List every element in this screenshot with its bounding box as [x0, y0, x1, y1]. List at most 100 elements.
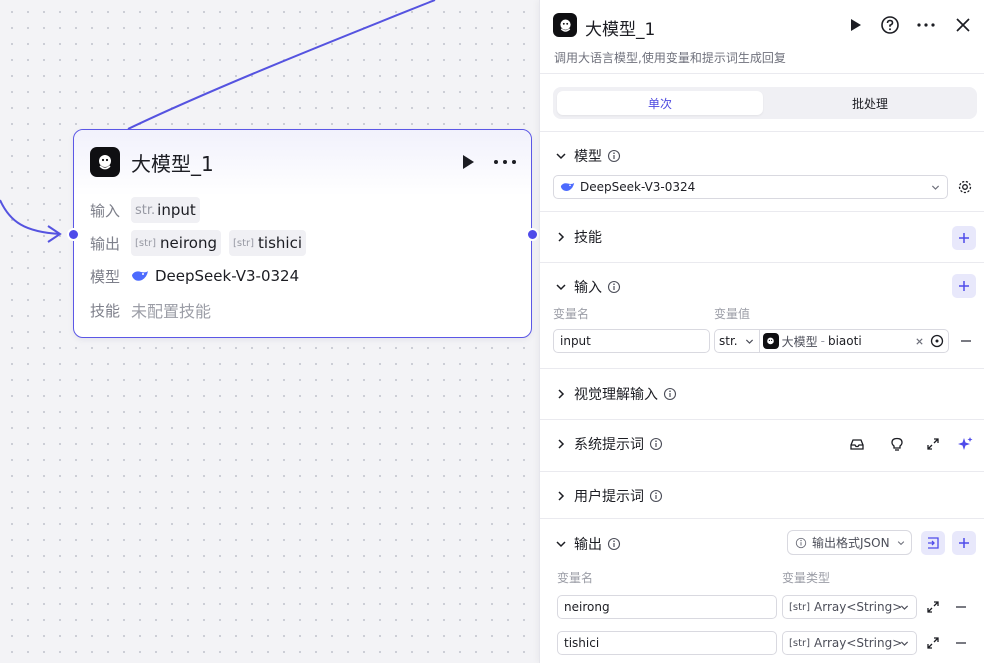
chevron-down-icon	[900, 605, 909, 610]
expand-icon[interactable]	[925, 635, 941, 651]
chevron-down-icon	[897, 540, 904, 545]
info-icon[interactable]	[649, 437, 663, 451]
info-icon[interactable]	[649, 489, 663, 503]
divider	[540, 368, 984, 369]
output-var-name-field[interactable]: neirong	[557, 595, 777, 619]
skills-section-label: 技能	[574, 230, 602, 246]
panel-title: 大模型_1	[585, 20, 656, 40]
var-value-column: 变量值	[714, 307, 751, 321]
info-icon	[795, 537, 807, 548]
model-select[interactable]: DeepSeek-V3-0324	[553, 175, 948, 199]
vision-section-label: 视觉理解输入	[574, 387, 658, 403]
chevron-down-icon	[745, 339, 753, 344]
incoming-wire-top	[127, 0, 436, 130]
output-port[interactable]	[526, 228, 539, 241]
divider	[540, 131, 984, 132]
add-output-button[interactable]	[952, 531, 976, 555]
var-type-select[interactable]: str.	[719, 334, 738, 348]
minus-icon[interactable]	[953, 599, 969, 615]
add-skill-button[interactable]	[952, 226, 976, 250]
field-separator	[758, 330, 760, 352]
user-prompt-section-header[interactable]: 用户提示词	[554, 485, 663, 507]
chevron-right-icon	[558, 439, 565, 449]
expand-icon[interactable]	[925, 599, 941, 615]
chevron-down-icon	[556, 541, 566, 548]
system-prompt-section-header[interactable]: 系统提示词	[554, 433, 663, 455]
info-icon[interactable]	[663, 387, 677, 401]
help-icon[interactable]	[880, 15, 900, 35]
output-type-label: [str]	[135, 237, 157, 249]
ref-var-name: biaoti	[827, 334, 862, 348]
import-output-button[interactable]	[921, 531, 945, 555]
run-mode-tabs: 单次 批处理	[553, 87, 977, 119]
type-icon: [str]	[789, 601, 811, 613]
skills-section-header[interactable]: 技能	[554, 226, 602, 248]
llm-node-card[interactable]: 大模型_1 输入 str. input 输出 [str] neirong [st…	[73, 129, 532, 338]
divider	[540, 518, 984, 519]
node-model-row: 模型 DeepSeek-V3-0324	[90, 263, 299, 289]
model-select-value: DeepSeek-V3-0324	[580, 180, 696, 194]
llm-logo-icon	[90, 147, 120, 177]
chevron-right-icon	[558, 232, 565, 242]
input-tag: str. input	[131, 197, 200, 223]
input-name: input	[157, 201, 196, 219]
plus-icon	[959, 538, 969, 548]
output-format-select[interactable]: 输出格式JSON	[787, 530, 912, 555]
variable-picker-icon[interactable]	[930, 334, 944, 348]
info-icon[interactable]	[607, 149, 621, 163]
output-section-label: 输出	[574, 537, 602, 553]
add-input-button[interactable]	[952, 274, 976, 298]
info-icon[interactable]	[607, 537, 621, 551]
input-var-value-field[interactable]: str. 大模型 - biaoti	[714, 329, 949, 353]
minus-icon[interactable]	[953, 635, 969, 651]
input-port[interactable]	[67, 228, 80, 241]
input-row-label: 输入	[90, 201, 121, 220]
input-section-label: 输入	[574, 280, 602, 296]
user-prompt-label: 用户提示词	[574, 489, 644, 505]
output-section-header[interactable]: 输出	[554, 533, 621, 555]
deepseek-whale-icon	[132, 271, 148, 281]
play-icon[interactable]	[845, 15, 865, 35]
plus-icon	[959, 233, 969, 243]
chevron-down-icon	[556, 284, 566, 291]
close-icon[interactable]	[953, 15, 973, 35]
chevron-down-icon	[931, 185, 940, 190]
lightbulb-icon[interactable]	[889, 436, 905, 452]
wire-arrowhead	[47, 225, 62, 243]
incoming-wire-left	[0, 199, 61, 235]
node-skill-row: 技能 未配置技能	[90, 297, 211, 323]
model-section-header[interactable]: 模型	[554, 145, 621, 167]
tab-single[interactable]: 单次	[557, 91, 763, 115]
model-section-label: 模型	[574, 149, 602, 165]
node-model-name: DeepSeek-V3-0324	[155, 267, 300, 285]
prompt-library-icon[interactable]	[849, 436, 865, 452]
node-output-row: 输出 [str] neirong [str] tishici	[90, 230, 314, 256]
more-icon[interactable]	[916, 15, 936, 35]
output-var-type-select[interactable]: [str] Array<String>	[782, 631, 917, 655]
expand-icon[interactable]	[925, 436, 941, 452]
skill-value: 未配置技能	[131, 302, 212, 321]
output-format-label: 输出格式JSON	[812, 536, 890, 550]
tab-batch[interactable]: 批处理	[851, 96, 888, 111]
input-var-name-field[interactable]: input	[553, 329, 710, 353]
output-type-column: 变量类型	[782, 571, 831, 585]
output-var-type-select[interactable]: [str] Array<String>	[782, 595, 917, 619]
panel-description: 调用大语言模型,使用变量和提示词生成回复	[554, 51, 786, 65]
chevron-down-icon	[900, 641, 909, 646]
vision-section-header[interactable]: 视觉理解输入	[554, 383, 677, 405]
info-icon[interactable]	[607, 280, 621, 294]
output-var-type: Array<String>	[814, 636, 903, 650]
more-icon[interactable]	[492, 150, 518, 174]
clear-icon[interactable]	[915, 337, 924, 346]
divider	[540, 73, 984, 74]
input-section-header[interactable]: 输入	[554, 276, 621, 298]
ai-sparkle-icon[interactable]	[957, 436, 973, 452]
import-icon	[928, 537, 939, 549]
divider	[540, 419, 984, 420]
output-type-label: [str]	[233, 237, 255, 249]
gear-icon[interactable]	[957, 179, 973, 195]
divider	[540, 262, 984, 263]
output-var-name-field[interactable]: tishici	[557, 631, 777, 655]
minus-icon[interactable]	[958, 333, 974, 349]
play-icon[interactable]	[459, 152, 477, 172]
